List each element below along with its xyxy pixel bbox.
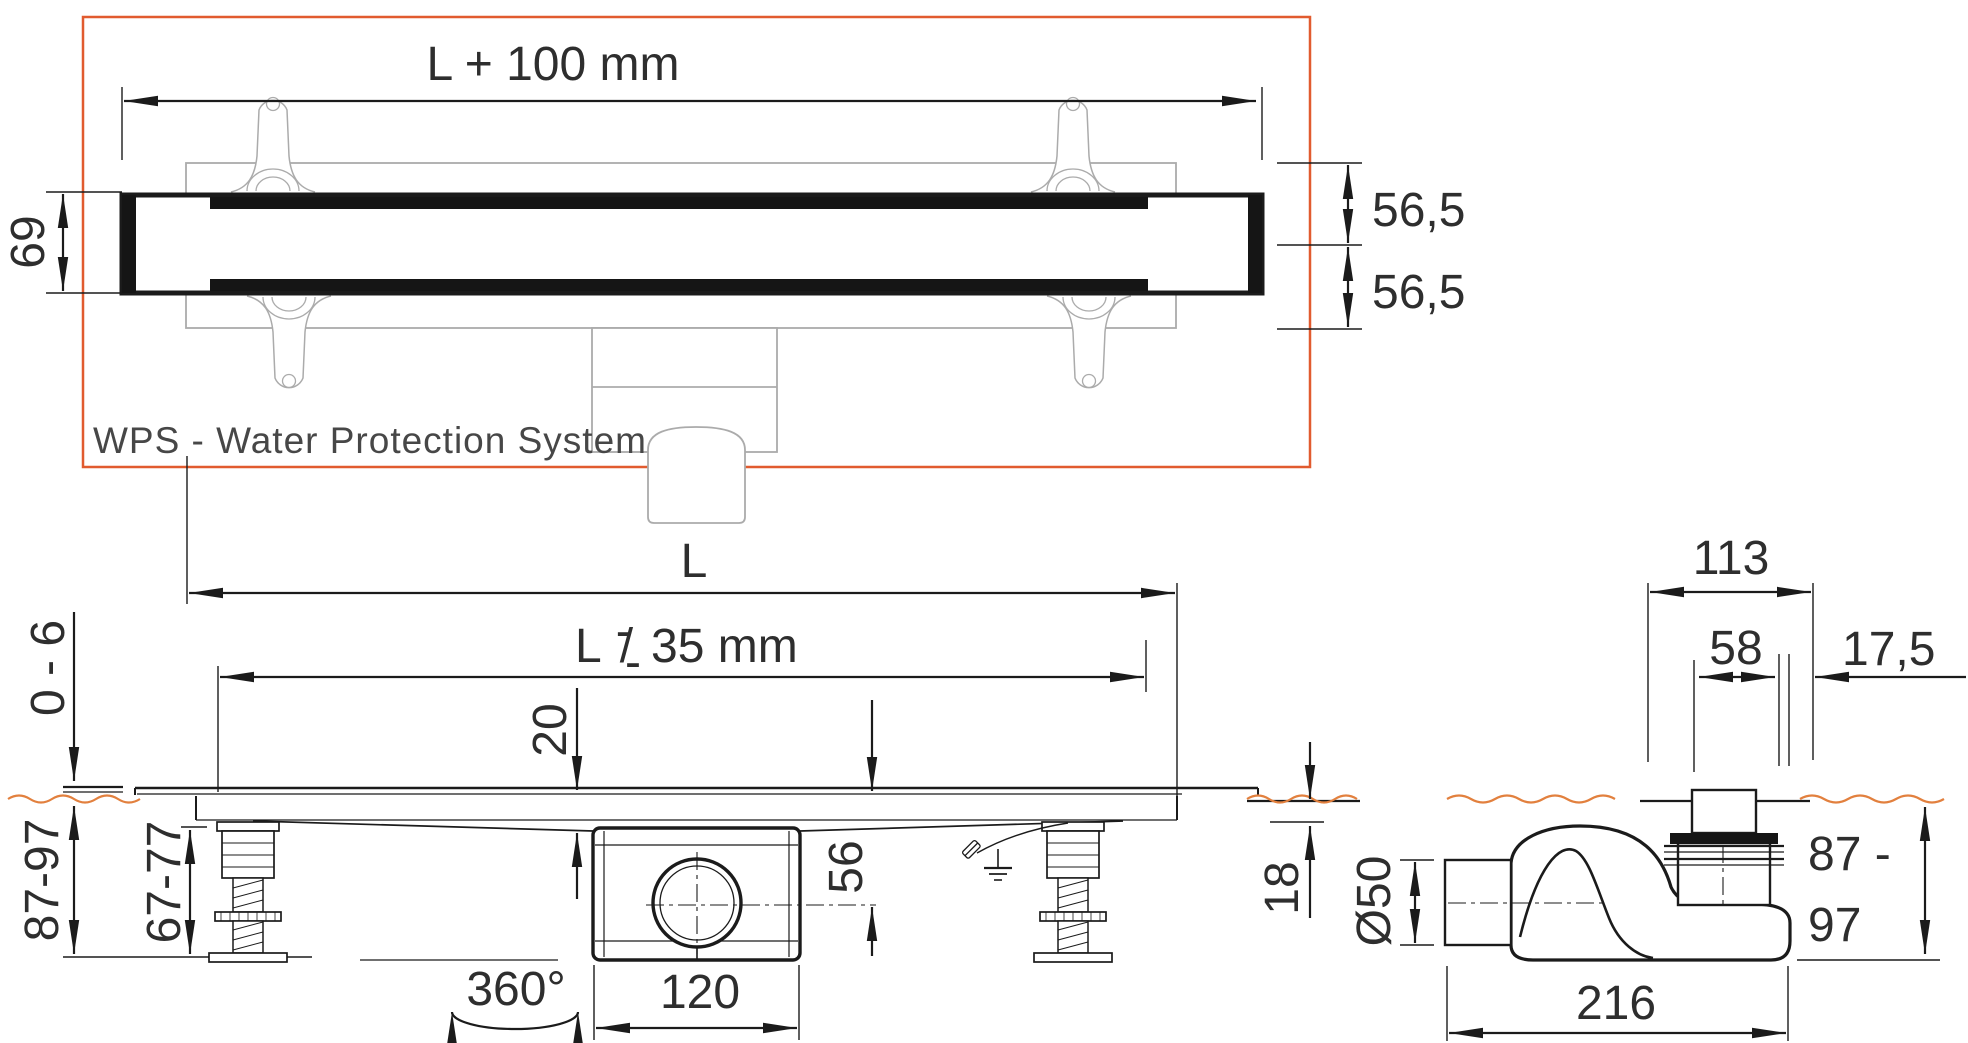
side-view: L L-/-35 mm 0 - 6 87-97 67-77 [7,456,1360,1043]
floor-wave-mid [1246,794,1358,804]
grate-edge-bottom [210,279,1148,291]
dim-grate-length-label: L-/-35 mm [575,605,798,689]
dim-install-end-line2: 97 [1808,899,1861,952]
dimension-channel-height: 69 [2,191,122,294]
dim-flange-lower-label: 56,5 [1372,266,1465,319]
rotation-label: 360° [466,963,565,1016]
rotation-arrow [446,1011,584,1043]
wps-system-label: WPS - Water Protection System [93,420,647,461]
dimension-feet-height: 67-77 [138,821,207,954]
dimension-tile-range: 0 - 6 [22,612,80,781]
dim-body-length-label: 216 [1576,977,1656,1030]
siphon-wall [1518,848,1654,960]
dimension-flange-width: 113 [1647,532,1814,762]
dim-outlet-diameter-label: Ø50 [1348,856,1401,947]
dim-depth-label: 20 [524,703,577,756]
dimension-body-length: 216 [1446,966,1789,1041]
floor-wave-end-left [1446,794,1616,804]
channel-end-left [122,195,136,293]
dim-length-l-label: L [681,535,708,588]
dim-flange-offset-label: 17,5 [1842,623,1935,676]
trap-end [1443,788,1792,962]
floor-wave-left [7,794,141,804]
dim-flange-width-label: 113 [1693,532,1770,585]
dim-riser-label: 58 [1709,622,1762,675]
dim-tile-range-label: 0 - 6 [22,620,75,716]
channel-body [119,192,1265,296]
dimension-total-length: L + 100 mm [121,38,1263,160]
grounding-symbol [961,822,1069,881]
dimension-depth: 20 [524,688,583,899]
dimension-length-l: L [186,456,1178,796]
dim-trap-width-label: 120 [660,966,740,1019]
dim-edge-thickness-label: 18 [1256,861,1309,914]
dimension-grate-length: L-/-35 mm [217,605,1147,792]
dimension-flange-offset: 17,5 [1815,623,1966,683]
dimension-edge-thickness: 18 [1256,742,1324,918]
riser-hat [1690,788,1758,835]
rotation-indicator: 360° [360,959,584,1043]
dimension-flange-halves: 56,5 56,5 [1277,162,1465,330]
dimension-outlet-diameter: Ø50 [1348,856,1434,947]
riser-body [1676,841,1772,907]
dim-flange-upper-label: 56,5 [1372,184,1465,237]
floor-wave-end-right [1799,794,1945,804]
dimension-trap-height: 56 [820,700,878,956]
channel-profile [134,786,1259,832]
dim-total-length-label: L + 100 mm [426,38,679,91]
dimension-install-height-end: 87 - 97 [1797,807,1940,961]
dimension-riser: 58 [1693,622,1790,772]
dim-trap-height-label: 56 [820,840,873,893]
dim-channel-height-label: 69 [2,215,55,268]
dim-feet-height-label: 67-77 [138,821,191,944]
top-view: L + 100 mm 69 56,5 56,5 WPS - Water Prot… [2,15,1465,524]
outlet-pipe-top [647,426,746,524]
channel-end-right [1248,195,1262,293]
trap-side [591,826,876,962]
riser-seal [1670,833,1778,844]
dim-install-end-line1: 87 - [1808,828,1891,881]
dimension-trap-width: 120 [593,965,800,1040]
end-view: 113 58 17,5 [1348,532,1966,1041]
dimension-install-height: 87-97 [16,806,80,954]
dim-install-height-label: 87-97 [16,819,69,942]
grate-edge-top [210,197,1148,209]
